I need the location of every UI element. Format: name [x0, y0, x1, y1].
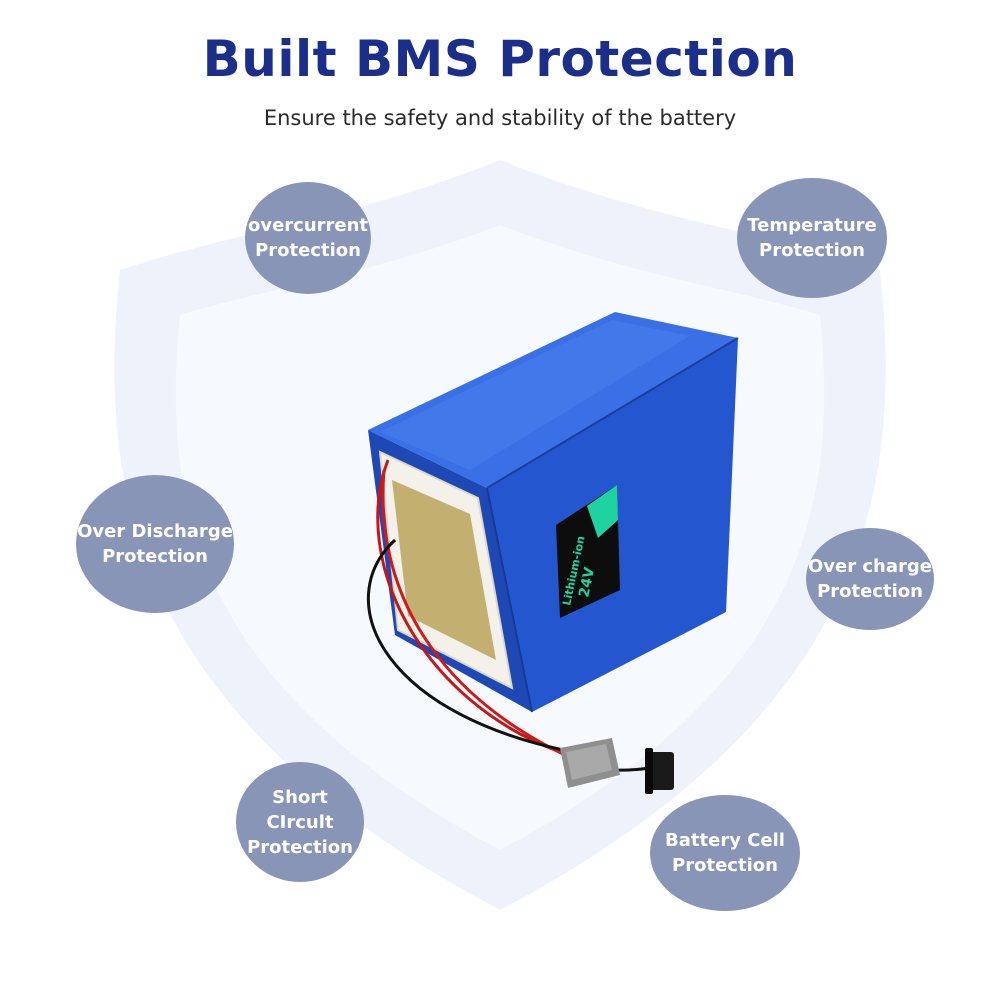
- switch-connector: [650, 752, 674, 790]
- badge-label: Over charge Protection: [808, 556, 932, 602]
- badge-overcurrent-protection: overcurrent Protection: [245, 182, 371, 294]
- battery-top-face: [368, 312, 738, 488]
- badge-label: Over Discharge Protection: [77, 521, 233, 567]
- badge-label: Short CIrcult Protection: [247, 786, 353, 858]
- badge-label: overcurrent Protection: [247, 215, 369, 261]
- badge-short-circuit-protection: Short CIrcult Protection: [236, 762, 364, 882]
- badge-label: Battery Cell Protection: [665, 830, 785, 876]
- badge-over-discharge-protection: Over Discharge Protection: [76, 475, 234, 613]
- badge-over-charge-protection: Over charge Protection: [806, 528, 934, 630]
- page-subtitle: Ensure the safety and stability of the b…: [263, 106, 737, 130]
- black-cable: [366, 538, 591, 757]
- badge-temperature-protection: Temperature Protection: [737, 178, 887, 298]
- page-title: Built BMS Protection: [202, 30, 798, 88]
- battery-label-voltage: 24V: [576, 566, 598, 599]
- badge-label: Temperature Protection: [747, 215, 877, 261]
- badge-battery-cell-protection: Battery Cell Protection: [650, 795, 800, 911]
- red-cable: [376, 459, 561, 754]
